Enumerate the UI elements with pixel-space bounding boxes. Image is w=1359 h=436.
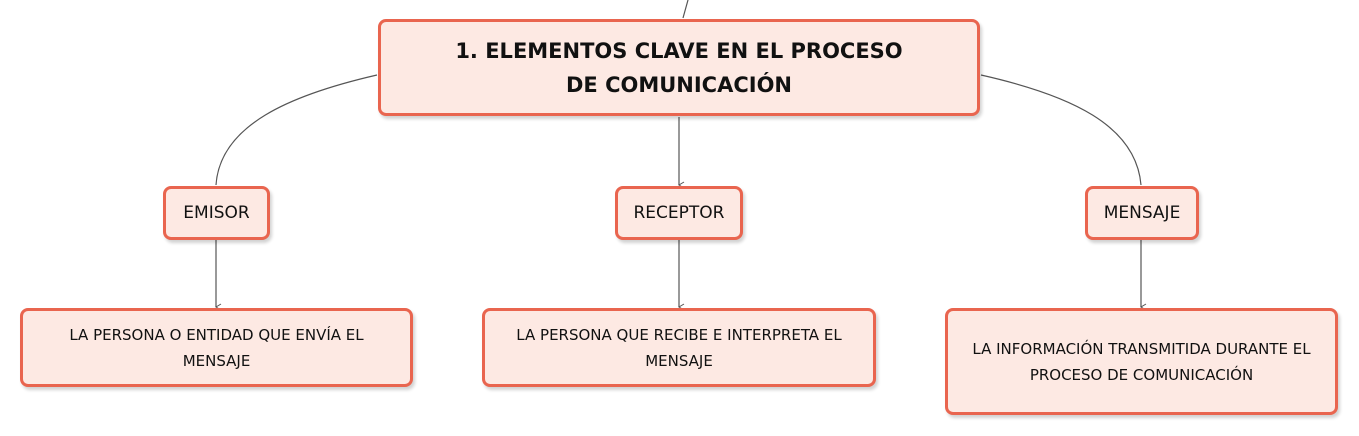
definition-text-mensaje: LA INFORMACIÓN TRANSMITIDA DURANTE EL PR… [972,339,1311,384]
topic-node-mensaje[interactable]: MENSAJE [1085,186,1199,240]
root-topic-label: 1. ELEMENTOS CLAVE EN EL PROCESO DE COMU… [455,38,903,97]
topic-label-mensaje: MENSAJE [1103,203,1181,223]
connector-root-mensaje [980,74,1142,186]
definition-node-emisor[interactable]: LA PERSONA O ENTIDAD QUE ENVÍA EL MENSAJ… [20,308,413,387]
connector-root-emisor [215,74,378,186]
root-topic-node[interactable]: 1. ELEMENTOS CLAVE EN EL PROCESO DE COMU… [378,19,980,116]
definition-text-emisor: LA PERSONA O ENTIDAD QUE ENVÍA EL MENSAJ… [69,325,364,370]
topic-node-emisor[interactable]: EMISOR [163,186,270,240]
topic-label-emisor: EMISOR [183,203,250,223]
definition-node-receptor[interactable]: LA PERSONA QUE RECIBE E INTERPRETA EL ME… [482,308,876,387]
topic-label-receptor: RECEPTOR [633,203,725,223]
definition-node-mensaje[interactable]: LA INFORMACIÓN TRANSMITIDA DURANTE EL PR… [945,308,1338,415]
definition-text-receptor: LA PERSONA QUE RECIBE E INTERPRETA EL ME… [516,325,842,370]
connector-incoming-root [682,0,689,19]
topic-node-receptor[interactable]: RECEPTOR [615,186,743,240]
